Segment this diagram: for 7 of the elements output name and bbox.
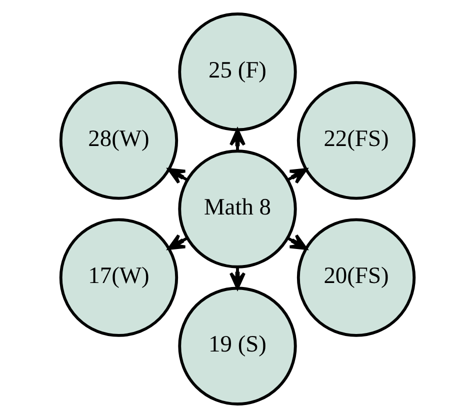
node-circle: 28(W) — [58, 81, 178, 200]
node-circle: 22(FS) — [296, 81, 416, 200]
node-circle: 19 (S) — [178, 286, 296, 406]
node-circle: 20(FS) — [296, 218, 416, 337]
node-circle: Math 8 — [178, 150, 296, 268]
node-circle: 25 (F) — [178, 12, 296, 132]
node-circle: 17(W) — [58, 218, 178, 337]
